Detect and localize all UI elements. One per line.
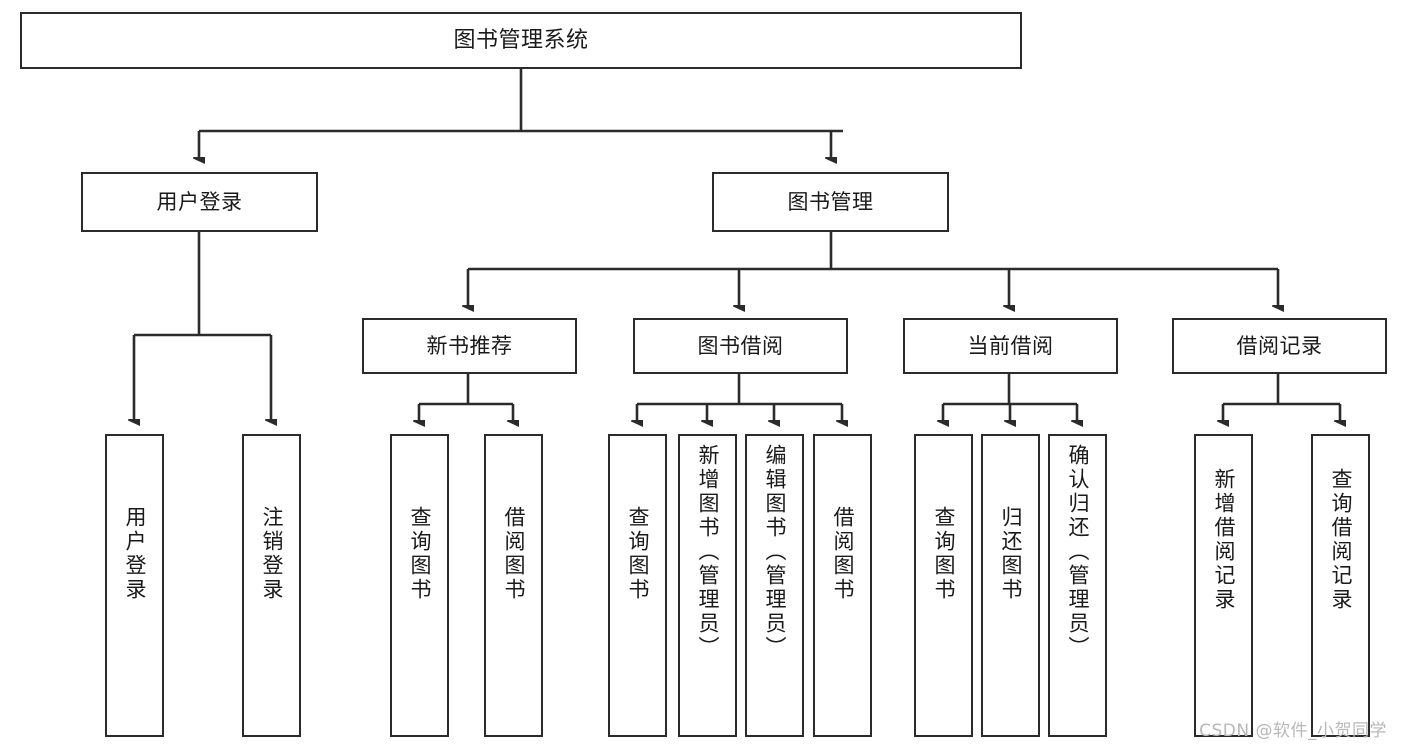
edges-bookmanage-to-level3 [468,232,1278,306]
leaf-add-book[interactable]: 新增图书（管理员） [678,434,737,737]
leaf-query-book-3-label: 查询图书 [932,506,956,602]
leaf-query-book-2-label: 查询图书 [626,506,650,602]
leaf-add-book-label: 新增图书（管理员） [696,444,720,660]
leaf-user-logout-label: 注销登录 [260,506,284,602]
leaf-query-book-3[interactable]: 查询图书 [914,434,973,737]
node-book-manage[interactable]: 图书管理 [712,172,949,232]
edges-bookborrow-to-leaves [637,374,842,421]
leaf-edit-book[interactable]: 编辑图书（管理员） [745,434,804,737]
leaf-borrow-book-2[interactable]: 借阅图书 [813,434,872,737]
leaf-user-login-label: 用户登录 [123,506,147,602]
node-root-label: 图书管理系统 [453,27,589,53]
node-current-borrow-label: 当前借阅 [967,333,1054,358]
leaf-user-login[interactable]: 用户登录 [105,434,164,737]
edges-userlogin-to-leaves [134,232,271,420]
node-user-login-label: 用户登录 [156,189,243,214]
node-user-login[interactable]: 用户登录 [81,172,318,232]
node-new-book-recommend[interactable]: 新书推荐 [362,318,577,374]
leaf-add-record[interactable]: 新增借阅记录 [1194,434,1253,737]
node-book-manage-label: 图书管理 [787,189,874,214]
node-root[interactable]: 图书管理系统 [20,12,1022,69]
leaf-return-book[interactable]: 归还图书 [981,434,1040,737]
leaf-borrow-book-1[interactable]: 借阅图书 [484,434,543,737]
leaf-return-book-label: 归还图书 [999,506,1023,602]
leaf-query-record-label: 查询借阅记录 [1329,468,1353,612]
edges-root-to-level2 [199,69,843,158]
node-borrow-record[interactable]: 借阅记录 [1172,318,1387,374]
leaf-user-logout[interactable]: 注销登录 [242,434,301,737]
leaf-query-book-2[interactable]: 查询图书 [608,434,667,737]
leaf-confirm-return[interactable]: 确认归还（管理员） [1048,434,1107,737]
node-current-borrow[interactable]: 当前借阅 [903,318,1118,374]
leaf-borrow-book-1-label: 借阅图书 [502,506,526,602]
leaf-query-record[interactable]: 查询借阅记录 [1311,434,1370,737]
edges-borrowrecord-to-leaves [1223,374,1340,421]
leaf-add-record-label: 新增借阅记录 [1212,468,1236,612]
leaf-query-book-1-label: 查询图书 [408,506,432,602]
node-borrow-record-label: 借阅记录 [1236,333,1323,358]
node-new-book-recommend-label: 新书推荐 [426,333,513,358]
leaf-edit-book-label: 编辑图书（管理员） [763,444,787,660]
node-book-borrow-label: 图书借阅 [697,333,784,358]
edges-newbook-to-leaves [419,374,513,421]
leaf-confirm-return-label: 确认归还（管理员） [1066,444,1090,660]
edges-currentborrow-to-leaves [943,374,1077,421]
leaf-borrow-book-2-label: 借阅图书 [831,506,855,602]
leaf-query-book-1[interactable]: 查询图书 [390,434,449,737]
node-book-borrow[interactable]: 图书借阅 [633,318,848,374]
watermark-text: CSDN @软件_小贺同学 [1199,721,1387,741]
